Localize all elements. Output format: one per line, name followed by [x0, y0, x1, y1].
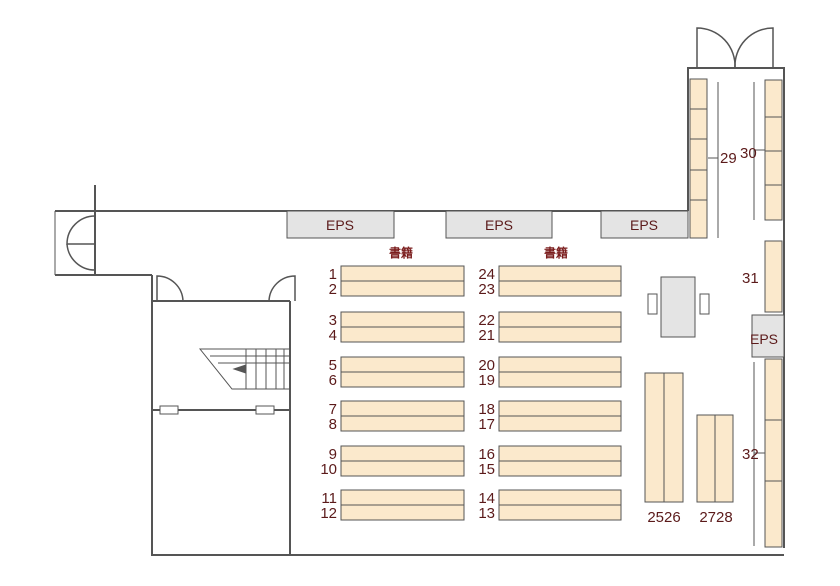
shelf-label-31: 31 — [742, 270, 759, 287]
shelf-label-12: 12 — [320, 505, 337, 522]
shelves-25-28 — [644, 372, 734, 503]
shelf-1 — [340, 265, 465, 282]
shelf-label-10: 10 — [320, 461, 337, 478]
shelf-12 — [340, 504, 465, 521]
shelf-label-2: 2 — [329, 281, 337, 298]
shelf-label-19: 19 — [478, 372, 495, 389]
wall-openings — [159, 405, 275, 415]
shelf-21 — [498, 326, 622, 343]
shelf-label-29: 29 — [720, 150, 737, 167]
shelf-10 — [340, 460, 465, 477]
eps-box-2 — [445, 210, 553, 239]
shelf-label-17: 17 — [478, 416, 495, 433]
shelf-23 — [498, 280, 622, 297]
eps-box-3 — [600, 210, 689, 239]
shelf-label-4: 4 — [329, 327, 337, 344]
shelf-15 — [498, 460, 622, 477]
eps-box-4 — [751, 314, 785, 358]
shelf-label-13: 13 — [478, 505, 495, 522]
shelf-label-24: 24 — [478, 266, 495, 283]
chair-left — [647, 293, 658, 315]
shelf-30 — [764, 79, 783, 221]
table-top — [660, 276, 696, 338]
shelf-18 — [498, 400, 622, 417]
shelf-13 — [498, 504, 622, 521]
shelf-9 — [340, 445, 465, 462]
shelf-32 — [764, 358, 783, 548]
shelf-26 — [663, 372, 684, 503]
shelf-label-23: 23 — [478, 281, 495, 298]
shelf-label-7: 7 — [329, 401, 337, 418]
shelf-label-20: 20 — [478, 357, 495, 374]
shelf-24 — [498, 265, 622, 282]
shelf-20 — [498, 356, 622, 373]
shelf-label-18: 18 — [478, 401, 495, 418]
section-label-left: 書籍 — [389, 245, 413, 260]
shelf-28 — [714, 414, 734, 503]
shelf-29 — [689, 78, 708, 239]
shelf-7 — [340, 400, 465, 417]
staircase — [198, 348, 291, 390]
shelf-label-5: 5 — [329, 357, 337, 374]
shelf-label-32: 32 — [742, 446, 759, 463]
section-label-right: 書籍 — [544, 245, 568, 260]
eps-box-1 — [286, 210, 395, 239]
shelf-19 — [498, 371, 622, 388]
shelf-31 — [764, 240, 783, 313]
doors — [66, 27, 774, 302]
shelf-2 — [340, 280, 465, 297]
shelf-6 — [340, 371, 465, 388]
shelf-17 — [498, 415, 622, 432]
shelf-label-30: 30 — [740, 145, 757, 162]
shelf-label-6: 6 — [329, 372, 337, 389]
eps-label-3: EPS — [630, 217, 658, 233]
eps-label-4: EPS — [750, 331, 778, 347]
shelf-label-9: 9 — [329, 446, 337, 463]
eps-label-2: EPS — [485, 217, 513, 233]
shelf-4 — [340, 326, 465, 343]
eps-label-1: EPS — [326, 217, 354, 233]
shelf-25 — [644, 372, 665, 503]
shelf-label-22: 22 — [478, 312, 495, 329]
shelf-27 — [696, 414, 716, 503]
shelf-label-16: 16 — [478, 446, 495, 463]
shelf-3 — [340, 311, 465, 328]
shelf-16 — [498, 445, 622, 462]
walls — [54, 67, 785, 556]
shelf-label-1: 1 — [329, 266, 337, 283]
shelf-8 — [340, 415, 465, 432]
shelf-11 — [340, 489, 465, 506]
shelf-14 — [498, 489, 622, 506]
shelf-label-3: 3 — [329, 312, 337, 329]
shelf-label-21: 21 — [478, 327, 495, 344]
shelf-22 — [498, 311, 622, 328]
reading-table — [647, 276, 710, 338]
shelf-label-27-28: 2728 — [699, 509, 732, 526]
eps-rooms: EPS EPS EPS EPS — [286, 210, 785, 358]
shelf-label-15: 15 — [478, 461, 495, 478]
chair-right — [699, 293, 710, 315]
shelf-label-8: 8 — [329, 416, 337, 433]
shelf-label-25-26: 2526 — [647, 509, 680, 526]
shelf-label-14: 14 — [478, 490, 495, 507]
shelf-5 — [340, 356, 465, 373]
shelf-label-11: 11 — [321, 490, 337, 507]
